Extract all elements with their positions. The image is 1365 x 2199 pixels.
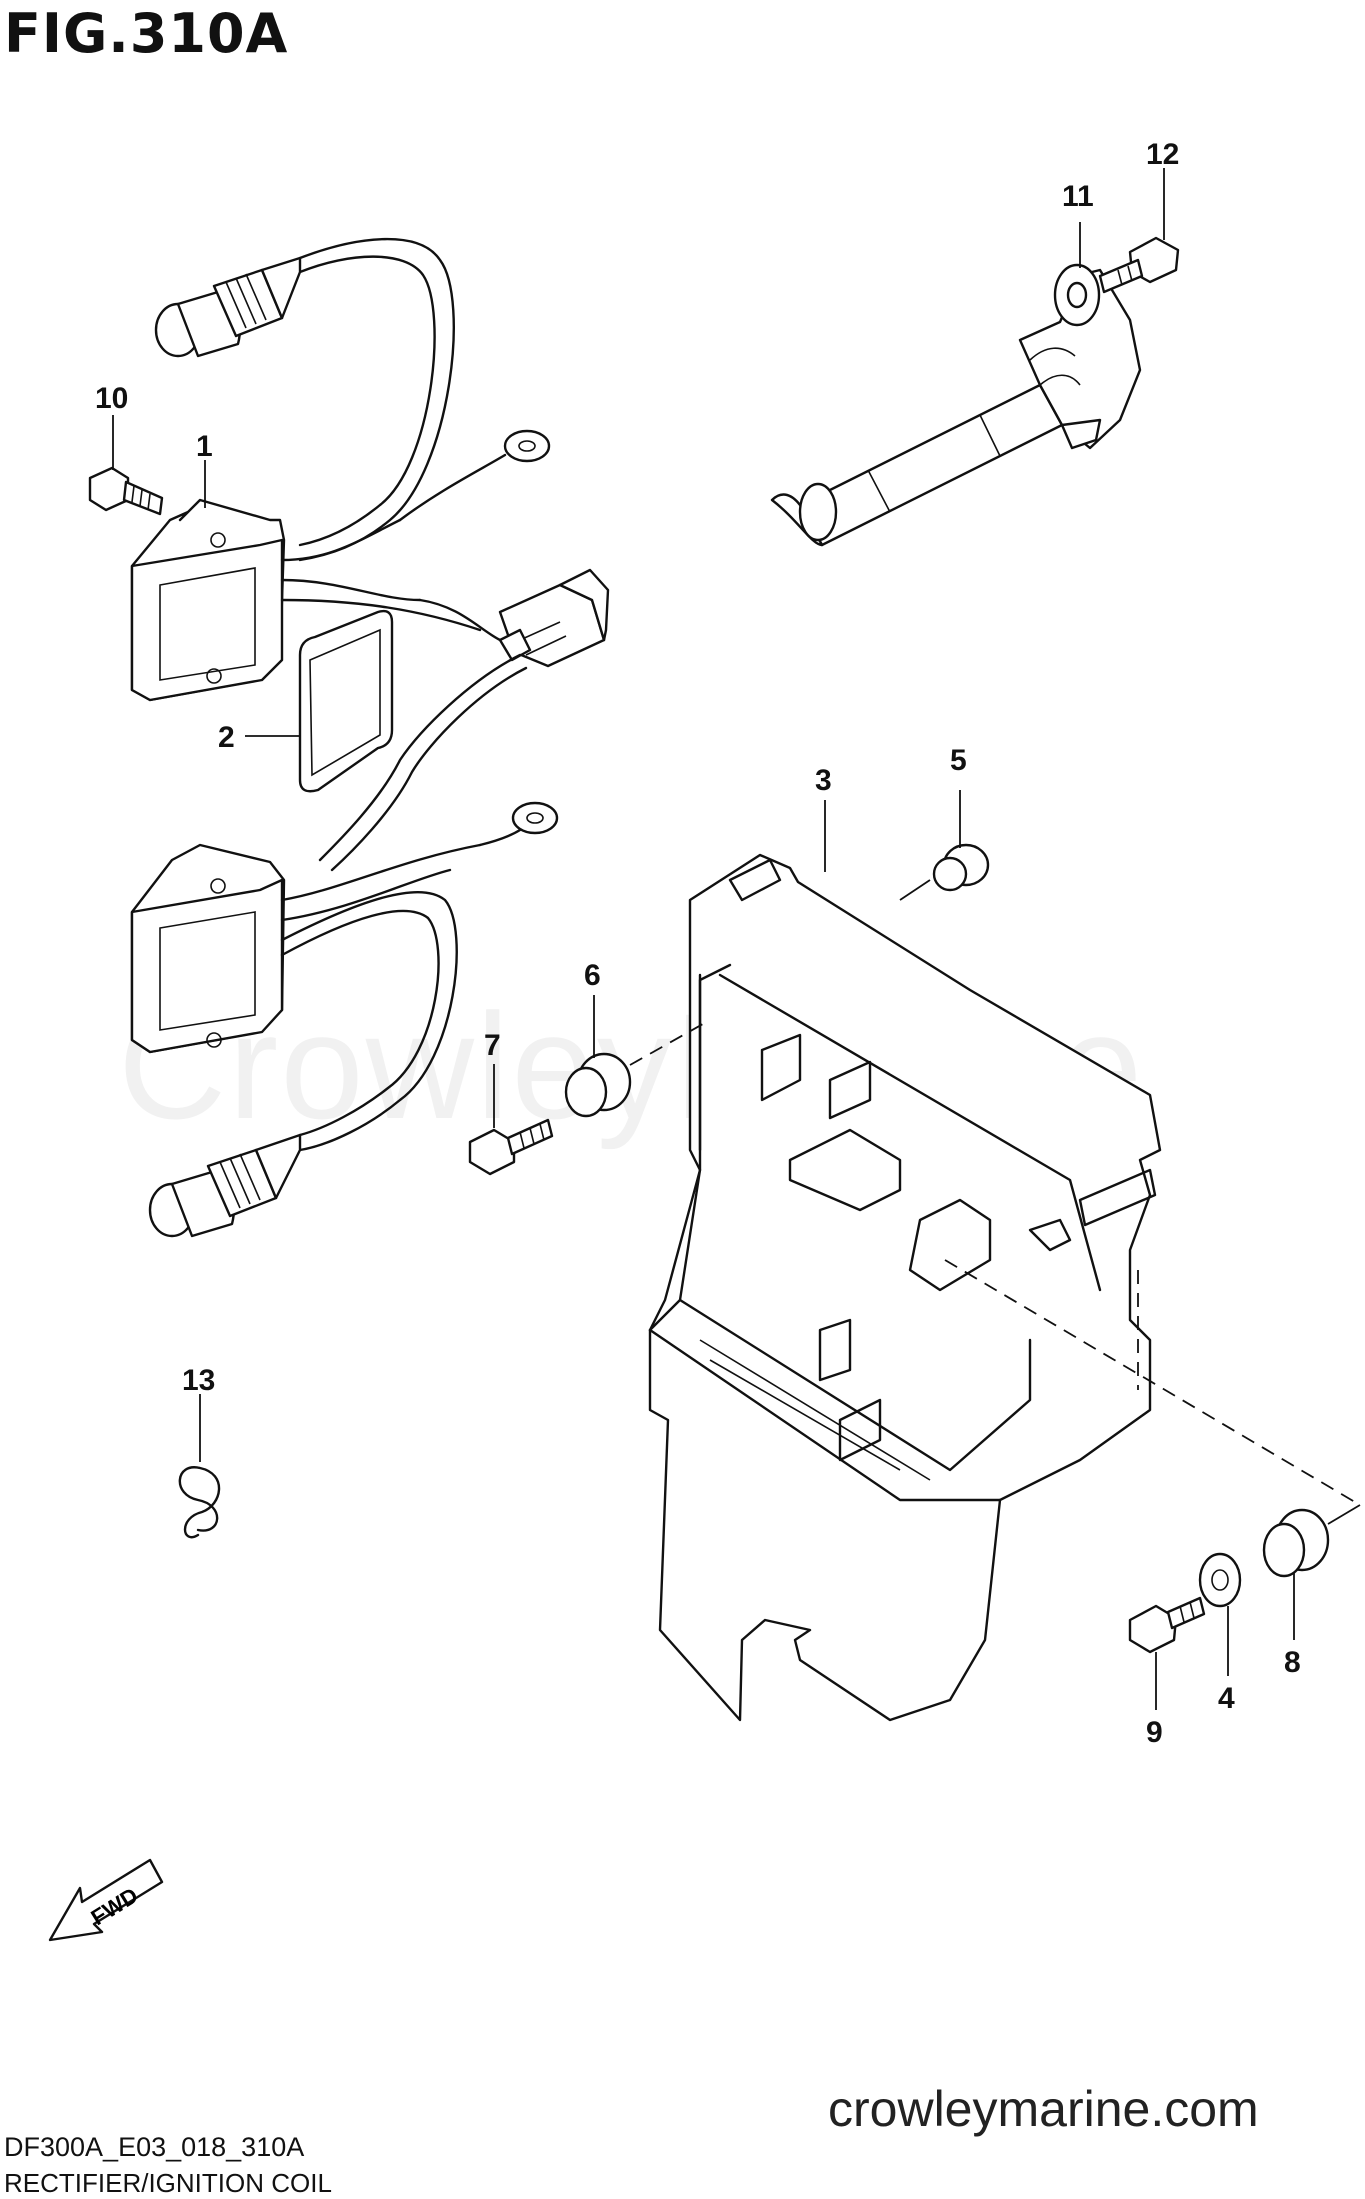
callout-13: 13	[182, 1364, 215, 1397]
grommet-6[interactable]	[564, 1052, 632, 1118]
washer-4[interactable]	[1198, 1552, 1242, 1608]
rectifier-bracket[interactable]	[648, 853, 1162, 1722]
callout-2: 2	[218, 721, 235, 754]
callout-10: 10	[95, 382, 128, 415]
top-bullet-connector	[154, 256, 302, 358]
gasket[interactable]	[298, 609, 394, 793]
callout-6: 6	[584, 959, 601, 992]
callout-1: 1	[196, 430, 213, 463]
callout-7: 7	[484, 1029, 501, 1062]
callout-4: 4	[1218, 1682, 1235, 1715]
callout-12: 12	[1146, 138, 1179, 171]
bolt-12[interactable]	[1098, 236, 1180, 294]
figure-code: DF300A_E03_018_310A	[4, 2132, 305, 2162]
callout-8: 8	[1284, 1646, 1301, 1679]
figure-title: FIG.310A	[4, 2, 289, 65]
bolt-10[interactable]	[88, 466, 164, 516]
callout-9: 9	[1146, 1716, 1163, 1749]
ignition-coil[interactable]	[770, 263, 1142, 547]
bolt-7[interactable]	[468, 1118, 554, 1176]
callout-5: 5	[950, 744, 967, 777]
bolt-9[interactable]	[1128, 1596, 1206, 1654]
website-label[interactable]: crowleymarine.com	[828, 2081, 1259, 2137]
rectifier-upper[interactable]	[130, 237, 610, 702]
rectifier-lower[interactable]	[130, 801, 559, 1238]
fwd-arrow-icon: FWD	[48, 1858, 164, 1942]
grommet-8[interactable]	[1262, 1508, 1330, 1578]
callout-labels: 1 2 3 4 5 6 7 8 9 10 11 12 13	[95, 138, 1301, 1749]
callout-11: 11	[1062, 180, 1094, 213]
coupler-connector	[498, 568, 610, 668]
bottom-bullet-connector	[148, 1133, 302, 1238]
grommet-5[interactable]	[932, 843, 990, 892]
callout-3: 3	[815, 764, 832, 797]
clip-13[interactable]	[178, 1466, 221, 1539]
